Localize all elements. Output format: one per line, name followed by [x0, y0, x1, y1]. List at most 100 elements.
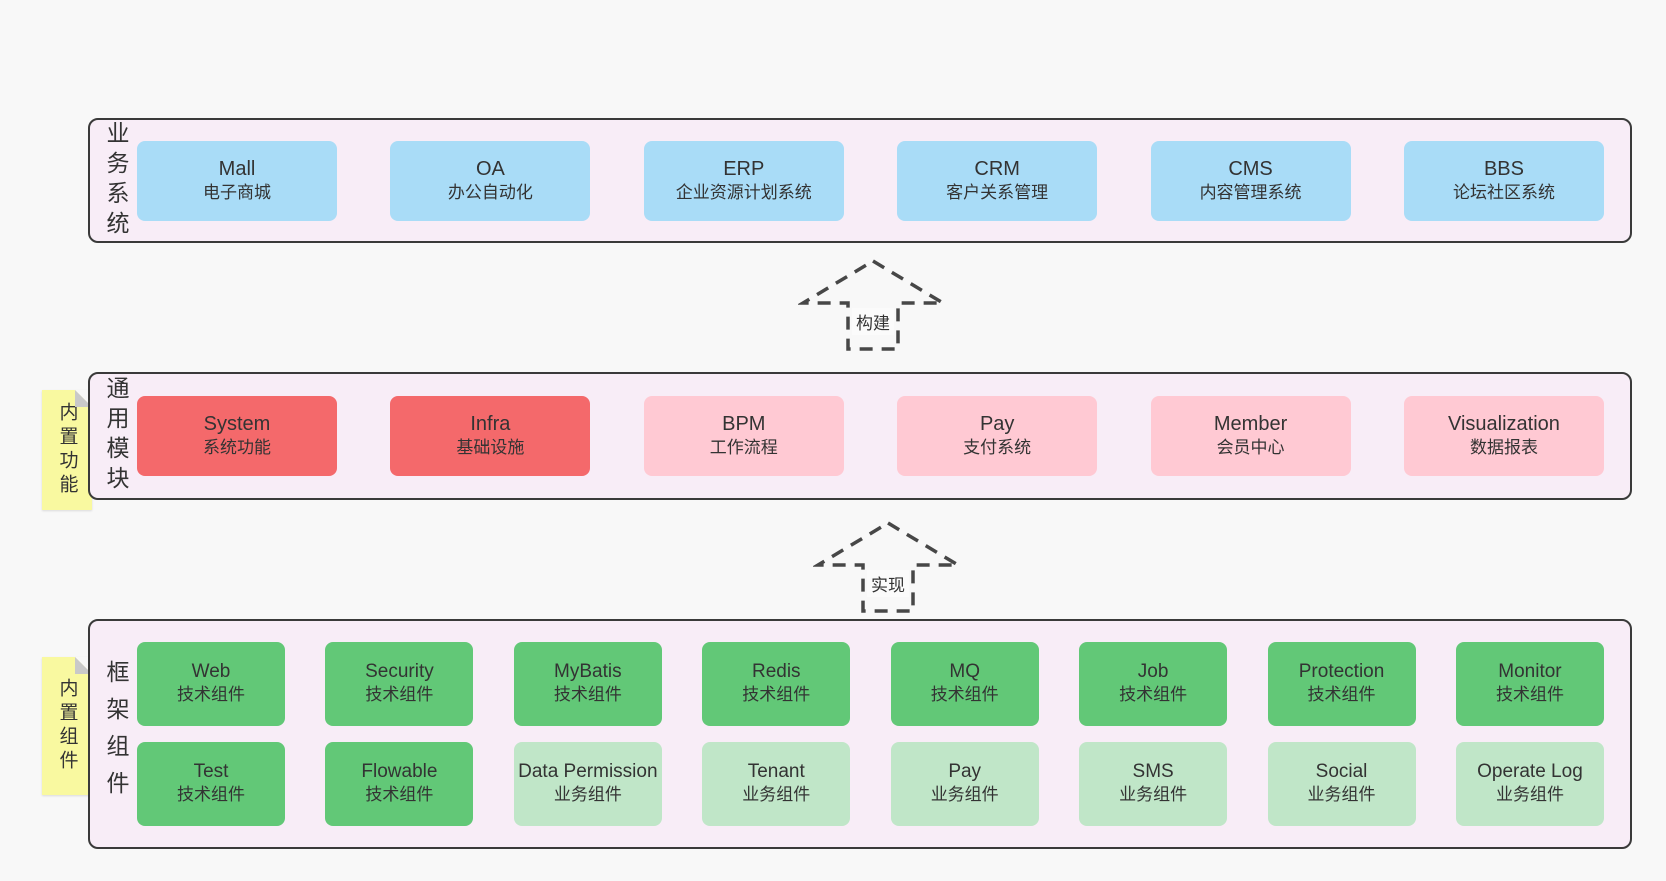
panel-common-modules: 通用模块 System 系统功能 Infra 基础设施 BPM 工作流程 Pay…: [88, 372, 1632, 500]
node-name: Pay: [948, 761, 982, 783]
panel-framework-components: 框架组件 Web 技术组件 Security 技术组件 MyBatis 技术组件…: [88, 619, 1632, 849]
node-sms: SMS 业务组件: [1079, 742, 1228, 826]
sticky-built-in-components-label: 内置组件: [56, 678, 78, 774]
node-desc: 会员中心: [1216, 438, 1285, 458]
panel-business-systems-label: 业务系统: [103, 120, 129, 241]
sticky-built-in-components: 内置组件: [42, 657, 92, 795]
node-name: Tenant: [747, 761, 805, 783]
node-name: Pay: [979, 413, 1015, 436]
node-visualization: Visualization 数据报表: [1403, 396, 1604, 476]
node-name: Security: [365, 661, 434, 683]
node-data-permission: Data Permission 业务组件: [513, 742, 662, 826]
node-name: Operate Log: [1477, 761, 1583, 783]
node-test: Test 技术组件: [137, 742, 285, 826]
node-cms: CMS 内容管理系统: [1150, 140, 1351, 221]
arrow-implement-label: 实现: [867, 569, 909, 597]
node-desc: 办公自动化: [447, 182, 533, 202]
node-web: Web 技术组件: [137, 642, 285, 726]
node-name: CRM: [974, 157, 1020, 180]
node-desc: 数据报表: [1469, 438, 1538, 458]
arrow-build-label: 构建: [852, 307, 894, 335]
node-mall: Mall 电子商城: [137, 140, 337, 221]
node-desc: 技术组件: [1119, 684, 1188, 704]
node-name: System: [203, 413, 271, 436]
node-erp: ERP 企业资源计划系统: [643, 140, 844, 221]
node-name: Test: [193, 761, 229, 783]
node-desc: 技术组件: [1307, 684, 1376, 704]
node-member: Member 会员中心: [1150, 396, 1351, 476]
node-desc: 业务组件: [930, 784, 999, 804]
node-desc: 技术组件: [742, 684, 811, 704]
node-name: Visualization: [1447, 413, 1560, 436]
node-desc: 支付系统: [963, 438, 1032, 458]
panel-framework-components-label: 框架组件: [103, 660, 129, 808]
node-name: BPM: [722, 413, 766, 436]
node-desc: 业务组件: [1495, 784, 1564, 804]
node-desc: 业务组件: [553, 784, 622, 804]
node-name: Social: [1315, 761, 1368, 783]
node-job: Job 技术组件: [1079, 642, 1228, 726]
node-mybatis: MyBatis 技术组件: [513, 642, 662, 726]
arrow-build: 构建: [798, 256, 948, 352]
node-name: Data Permission: [518, 761, 658, 783]
node-operate-log: Operate Log 业务组件: [1455, 742, 1604, 826]
node-name: Monitor: [1498, 661, 1562, 683]
node-desc: 系统功能: [203, 438, 271, 458]
common-modules-row: System 系统功能 Infra 基础设施 BPM 工作流程 Pay 支付系统…: [137, 396, 1604, 476]
node-name: Protection: [1298, 661, 1385, 683]
framework-components-grid: Web 技术组件 Security 技术组件 MyBatis 技术组件 Redi…: [137, 642, 1604, 826]
node-desc: 工作流程: [709, 438, 778, 458]
node-tenant: Tenant 业务组件: [702, 742, 851, 826]
node-name: Mall: [218, 157, 256, 180]
node-desc: 技术组件: [930, 684, 999, 704]
node-pay-module: Pay 支付系统: [897, 396, 1098, 476]
panel-common-modules-label: 通用模块: [103, 376, 129, 496]
node-name: ERP: [723, 157, 765, 180]
node-desc: 技术组件: [553, 684, 622, 704]
node-desc: 基础设施: [456, 438, 525, 458]
node-name: Member: [1213, 413, 1288, 436]
up-block-arrow-icon: [813, 520, 963, 613]
node-desc: 业务组件: [1119, 784, 1188, 804]
panel-business-systems: 业务系统 Mall 电子商城 OA 办公自动化 ERP 企业资源计划系统 CRM…: [88, 118, 1632, 243]
framework-components-row-2: Test 技术组件 Flowable 技术组件 Data Permission …: [137, 742, 1604, 826]
node-name: Infra: [470, 413, 511, 436]
node-bpm: BPM 工作流程: [643, 396, 844, 476]
node-mq: MQ 技术组件: [890, 642, 1039, 726]
node-system: System 系统功能: [137, 396, 337, 476]
node-name: BBS: [1483, 157, 1524, 180]
node-desc: 业务组件: [1307, 784, 1376, 804]
arrow-implement: 实现: [813, 518, 963, 614]
node-desc: 论坛社区系统: [1452, 182, 1555, 202]
node-name: SMS: [1132, 761, 1174, 783]
node-name: Web: [191, 661, 231, 683]
node-name: Job: [1137, 661, 1169, 683]
node-desc: 电子商城: [203, 182, 271, 202]
node-desc: 技术组件: [177, 684, 245, 704]
node-security: Security 技术组件: [325, 642, 474, 726]
node-social: Social 业务组件: [1267, 742, 1416, 826]
node-desc: 技术组件: [365, 684, 434, 704]
node-desc: 客户关系管理: [946, 182, 1049, 202]
node-desc: 企业资源计划系统: [675, 182, 812, 202]
node-pay-component: Pay 业务组件: [890, 742, 1039, 826]
node-desc: 内容管理系统: [1199, 182, 1302, 202]
node-name: Redis: [751, 661, 801, 683]
node-oa: OA 办公自动化: [390, 140, 591, 221]
sticky-built-in-features-label: 内置功能: [56, 402, 78, 498]
node-desc: 技术组件: [1495, 684, 1564, 704]
node-monitor: Monitor 技术组件: [1455, 642, 1604, 726]
business-systems-row: Mall 电子商城 OA 办公自动化 ERP 企业资源计划系统 CRM 客户关系…: [137, 140, 1604, 221]
sticky-built-in-features: 内置功能: [42, 390, 92, 510]
node-bbs: BBS 论坛社区系统: [1403, 140, 1604, 221]
node-redis: Redis 技术组件: [702, 642, 851, 726]
node-name: OA: [475, 157, 505, 180]
node-protection: Protection 技术组件: [1267, 642, 1416, 726]
node-infra: Infra 基础设施: [390, 396, 591, 476]
node-name: Flowable: [361, 761, 438, 783]
up-block-arrow-icon: [798, 258, 948, 351]
node-desc: 技术组件: [177, 784, 245, 804]
node-name: MQ: [949, 661, 980, 683]
node-name: MyBatis: [554, 661, 622, 683]
node-name: CMS: [1228, 157, 1273, 180]
